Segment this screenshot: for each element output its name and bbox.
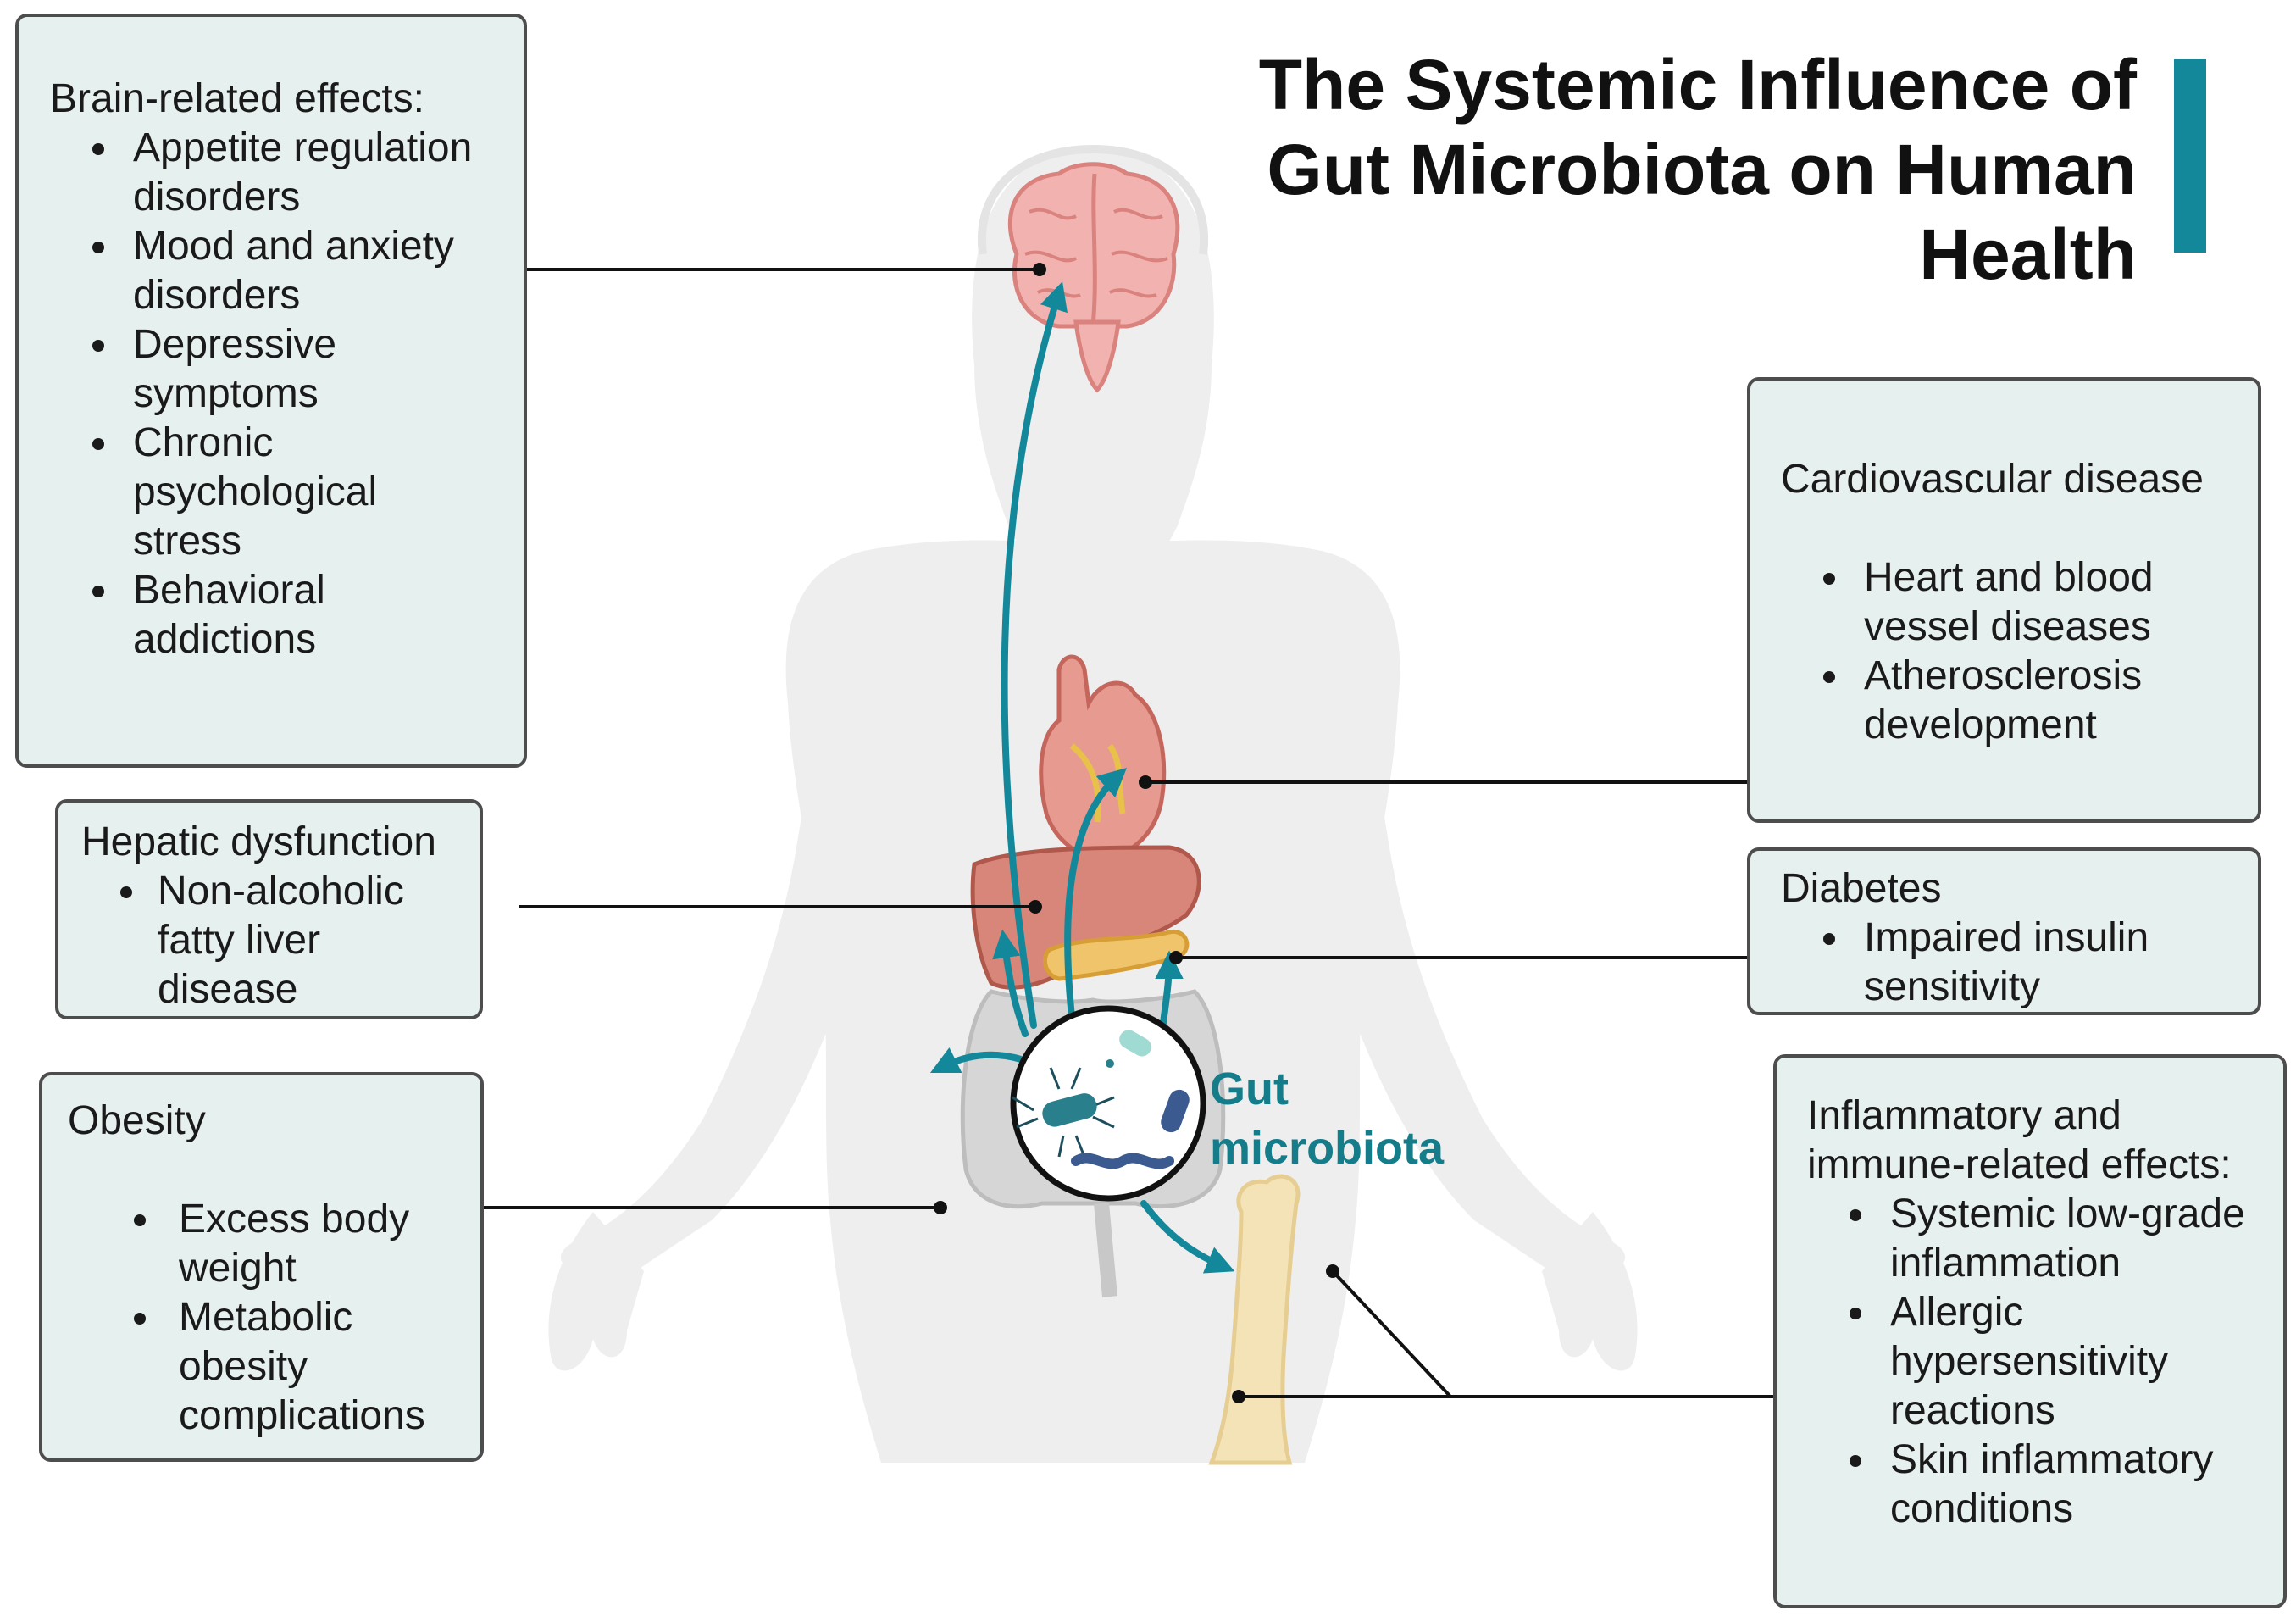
hepatic-dysfunction-box: Hepatic dysfunction Non-alcoholic fatty … bbox=[55, 799, 483, 1019]
gut-label-line-1: Gut bbox=[1210, 1064, 1289, 1114]
cardio-box-heading: Cardiovascular disease bbox=[1781, 457, 2204, 502]
title-line-2: Gut Microbiota on Human bbox=[1267, 130, 2137, 209]
gut-microbiota-label: Gut microbiota bbox=[1210, 1059, 1444, 1178]
inflammatory-list: Systemic low-grade inflammation Allergic… bbox=[1807, 1190, 2270, 1534]
hepatic-list: Non-alcoholic fatty liver disease bbox=[81, 867, 466, 1014]
brain-box-heading: Brain-related effects: bbox=[50, 76, 425, 121]
list-item: Allergic hypersensitivity reactions bbox=[1807, 1288, 2270, 1436]
list-item: Heart and blood vessel diseases bbox=[1781, 553, 2244, 652]
bone-icon bbox=[1208, 1174, 1301, 1465]
cardio-list: Heart and blood vessel diseases Atherosc… bbox=[1781, 553, 2244, 750]
list-item: Metabolic obesity complications bbox=[68, 1293, 467, 1441]
list-item: Depressive symptoms bbox=[50, 320, 490, 419]
list-item: Appetite regulation disorders bbox=[50, 124, 490, 222]
hair-outline bbox=[977, 144, 1209, 255]
arrow-to-fat bbox=[929, 1047, 1024, 1074]
brain-effects-list: Appetite regulation disorders Mood and a… bbox=[50, 124, 490, 664]
list-item: Impaired insulin sensitivity bbox=[1781, 914, 2244, 1012]
diabetes-box: Diabetes Impaired insulin sensitivity bbox=[1747, 847, 2261, 1015]
title-line-3: Health bbox=[1919, 214, 2137, 294]
obesity-list: Excess body weight Metabolic obesity com… bbox=[68, 1195, 467, 1441]
cardiovascular-box: Cardiovascular disease Heart and blood v… bbox=[1747, 377, 2261, 823]
inflammatory-box-heading-1: Inflammatory and bbox=[1807, 1093, 2121, 1138]
inflammatory-box: Inflammatory and immune-related effects:… bbox=[1773, 1054, 2287, 1608]
list-item: Chronic psychological stress bbox=[50, 419, 490, 566]
list-item: Systemic low-grade inflammation bbox=[1807, 1190, 2270, 1288]
diabetes-list: Impaired insulin sensitivity bbox=[1781, 914, 2244, 1012]
list-item: Excess body weight bbox=[68, 1195, 467, 1293]
arrow-to-brain bbox=[1001, 281, 1068, 1029]
arrow-to-bone bbox=[1140, 1200, 1235, 1274]
list-item: Atherosclerosis development bbox=[1781, 652, 2244, 750]
hepatic-box-heading: Hepatic dysfunction bbox=[81, 819, 436, 864]
obesity-box-heading: Obesity bbox=[68, 1098, 206, 1143]
bacteria-icon bbox=[1010, 1005, 1206, 1202]
leader-lines bbox=[483, 263, 1773, 1403]
title-accent-bar bbox=[2174, 59, 2206, 253]
diabetes-box-heading: Diabetes bbox=[1781, 866, 1942, 911]
list-item: Skin inflammatory conditions bbox=[1807, 1436, 2270, 1534]
obesity-box: Obesity Excess body weight Metabolic obe… bbox=[39, 1072, 484, 1462]
gut-label-line-2: microbiota bbox=[1210, 1123, 1445, 1174]
list-item: Non-alcoholic fatty liver disease bbox=[81, 867, 466, 1014]
arrow-to-liver bbox=[992, 929, 1029, 1037]
heart-icon bbox=[1039, 654, 1167, 863]
inflammatory-box-heading-2: immune-related effects: bbox=[1807, 1142, 2232, 1187]
title-line-1: The Systemic Influence of bbox=[1258, 45, 2137, 125]
list-item: Behavioral addictions bbox=[50, 566, 490, 664]
list-item: Mood and anxiety disorders bbox=[50, 222, 490, 320]
brain-effects-box: Brain-related effects: Appetite regulati… bbox=[15, 14, 527, 768]
page-title: The Systemic Influence of Gut Microbiota… bbox=[1205, 42, 2137, 297]
arrow-to-heart bbox=[1064, 768, 1127, 1020]
